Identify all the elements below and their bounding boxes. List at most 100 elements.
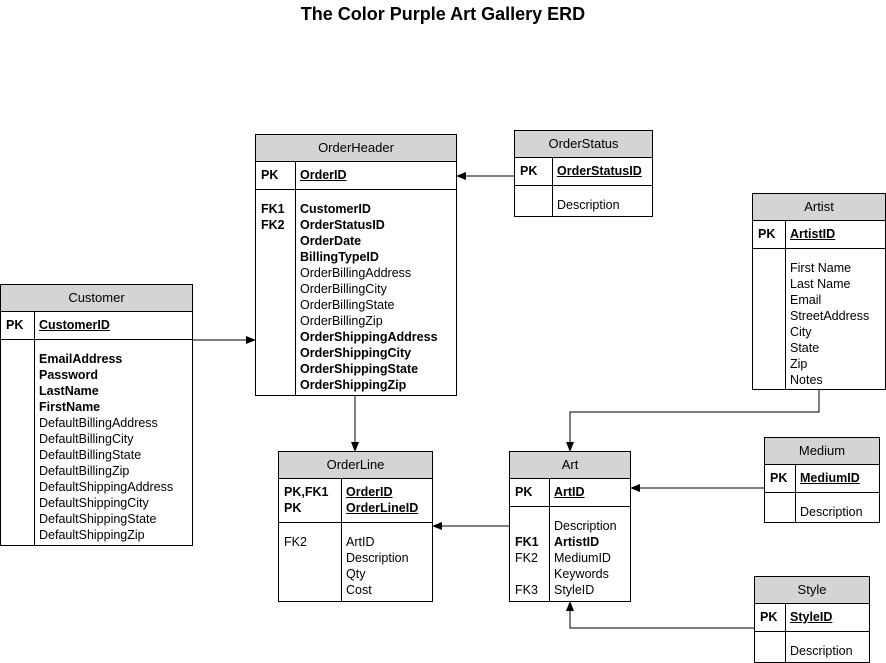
column-divider <box>341 523 342 601</box>
orderheader-field[interactable]: BillingTypeID <box>300 250 379 264</box>
column-divider <box>295 190 296 395</box>
customer-field[interactable]: DefaultBillingCity <box>39 432 134 446</box>
column-divider <box>785 249 786 389</box>
orderheader-key-label <box>261 297 285 313</box>
art-field[interactable]: StyleID <box>554 583 595 597</box>
orderstatus-pk-field[interactable]: OrderStatusID <box>557 164 642 178</box>
customer-field[interactable]: DefaultBillingZip <box>39 464 130 478</box>
orderheader-key-label <box>261 361 285 377</box>
art-key-label: FK2 <box>515 551 538 565</box>
orderheader-field[interactable]: OrderShippingCity <box>300 346 412 360</box>
orderline-field[interactable]: Cost <box>346 583 372 597</box>
artist-field[interactable]: Last Name <box>790 277 851 291</box>
orderheader-field[interactable]: OrderDate <box>300 234 362 248</box>
orderheader-key-label: FK2 <box>261 218 285 232</box>
style-to-art-line <box>566 601 754 629</box>
orderheader-field[interactable]: OrderBillingZip <box>300 314 383 328</box>
customer-field[interactable]: DefaultShippingAddress <box>39 480 174 494</box>
artist-field[interactable]: First Name <box>790 261 852 275</box>
orderline-field[interactable]: Qty <box>346 567 366 581</box>
orderline-key-label <box>284 550 307 566</box>
style-table-name: Style <box>755 577 869 604</box>
customer-field[interactable]: DefaultShippingState <box>39 512 157 526</box>
orderheader-key-label <box>261 329 285 345</box>
orderheader-field[interactable]: OrderShippingZip <box>300 378 407 392</box>
artist-field[interactable]: StreetAddress <box>790 309 870 323</box>
orderheader-field[interactable]: OrderBillingAddress <box>300 266 412 280</box>
medium-primary-key-section: PK MediumID <box>765 465 879 493</box>
orderheader-key-label <box>261 281 285 297</box>
artist-to-art-line <box>566 390 820 452</box>
artist-field[interactable]: Notes <box>790 373 823 387</box>
orderheader-key-label: FK1 <box>261 202 285 216</box>
art-field[interactable]: Keywords <box>554 567 609 581</box>
customer-field[interactable]: FirstName <box>39 400 101 414</box>
medium-pk-label: PK <box>770 471 788 485</box>
customer-field[interactable]: DefaultShippingCity <box>39 496 149 510</box>
orderline-pk-label: PK,FK1 <box>284 485 329 499</box>
artist-field[interactable]: State <box>790 341 820 355</box>
artist-field[interactable]: Zip <box>790 357 808 371</box>
orderheader-field[interactable]: OrderBillingCity <box>300 282 387 296</box>
customer-field[interactable]: DefaultBillingState <box>39 448 142 462</box>
artist-field[interactable]: City <box>790 325 812 339</box>
customer-pk-label: PK <box>6 318 24 332</box>
diagram-title: The Color Purple Art Gallery ERD <box>300 4 586 24</box>
medium-pk-field[interactable]: MediumID <box>800 471 860 485</box>
art-field[interactable]: Description <box>554 519 617 533</box>
artist-table-name: Artist <box>753 194 885 221</box>
customer-field[interactable]: DefaultShippingZip <box>39 528 145 542</box>
art-pk-field[interactable]: ArtID <box>554 485 585 499</box>
orderline-field[interactable]: Description <box>346 551 409 565</box>
customer-pk-field[interactable]: CustomerID <box>39 318 110 332</box>
customer-field[interactable]: EmailAddress <box>39 352 123 366</box>
orderheader-field[interactable]: CustomerID <box>300 202 371 216</box>
customer-primary-key-section: PK CustomerID <box>1 312 192 340</box>
orderstatus-field[interactable]: Description <box>557 198 620 212</box>
orderheader-pk-field[interactable]: OrderID <box>300 168 347 182</box>
column-divider <box>295 162 296 189</box>
customer-field[interactable]: DefaultBillingAddress <box>39 416 158 430</box>
orderline-key-label: FK2 <box>284 535 307 549</box>
medium-field[interactable]: Description <box>800 505 863 519</box>
art-key-label <box>515 518 539 534</box>
art-primary-key-section: PK ArtID <box>510 479 630 507</box>
column-divider <box>785 632 786 662</box>
medium-table-name: Medium <box>765 438 879 465</box>
column-divider <box>34 340 35 545</box>
column-divider <box>34 312 35 339</box>
orderline-pk-field[interactable]: OrderID <box>346 485 393 499</box>
style-field[interactable]: Description <box>790 644 853 658</box>
artist-pk-field[interactable]: ArtistID <box>790 227 836 241</box>
orderheader-pk-label: PK <box>261 168 279 182</box>
orderheader-field[interactable]: OrderShippingState <box>300 362 419 376</box>
customer-field[interactable]: Password <box>39 368 99 382</box>
style-pk-field[interactable]: StyleID <box>790 610 833 624</box>
orderheader-field[interactable]: OrderBillingState <box>300 298 395 312</box>
customer-field[interactable]: LastName <box>39 384 99 398</box>
artist-field[interactable]: Email <box>790 293 822 307</box>
art-field[interactable]: MediumID <box>554 551 611 565</box>
column-divider <box>785 221 786 248</box>
orderheader-table-name: OrderHeader <box>256 135 456 162</box>
orderline-field[interactable]: ArtID <box>346 535 375 549</box>
art-field[interactable]: ArtistID <box>554 535 600 549</box>
orderheader-field[interactable]: OrderStatusID <box>300 218 385 232</box>
orderline-pk-field[interactable]: OrderLineID <box>346 501 419 515</box>
orderline-pk-label: PK <box>284 501 302 515</box>
art-pk-label: PK <box>515 485 533 499</box>
orderheader-field[interactable]: OrderShippingAddress <box>300 330 438 344</box>
column-divider <box>785 604 786 631</box>
